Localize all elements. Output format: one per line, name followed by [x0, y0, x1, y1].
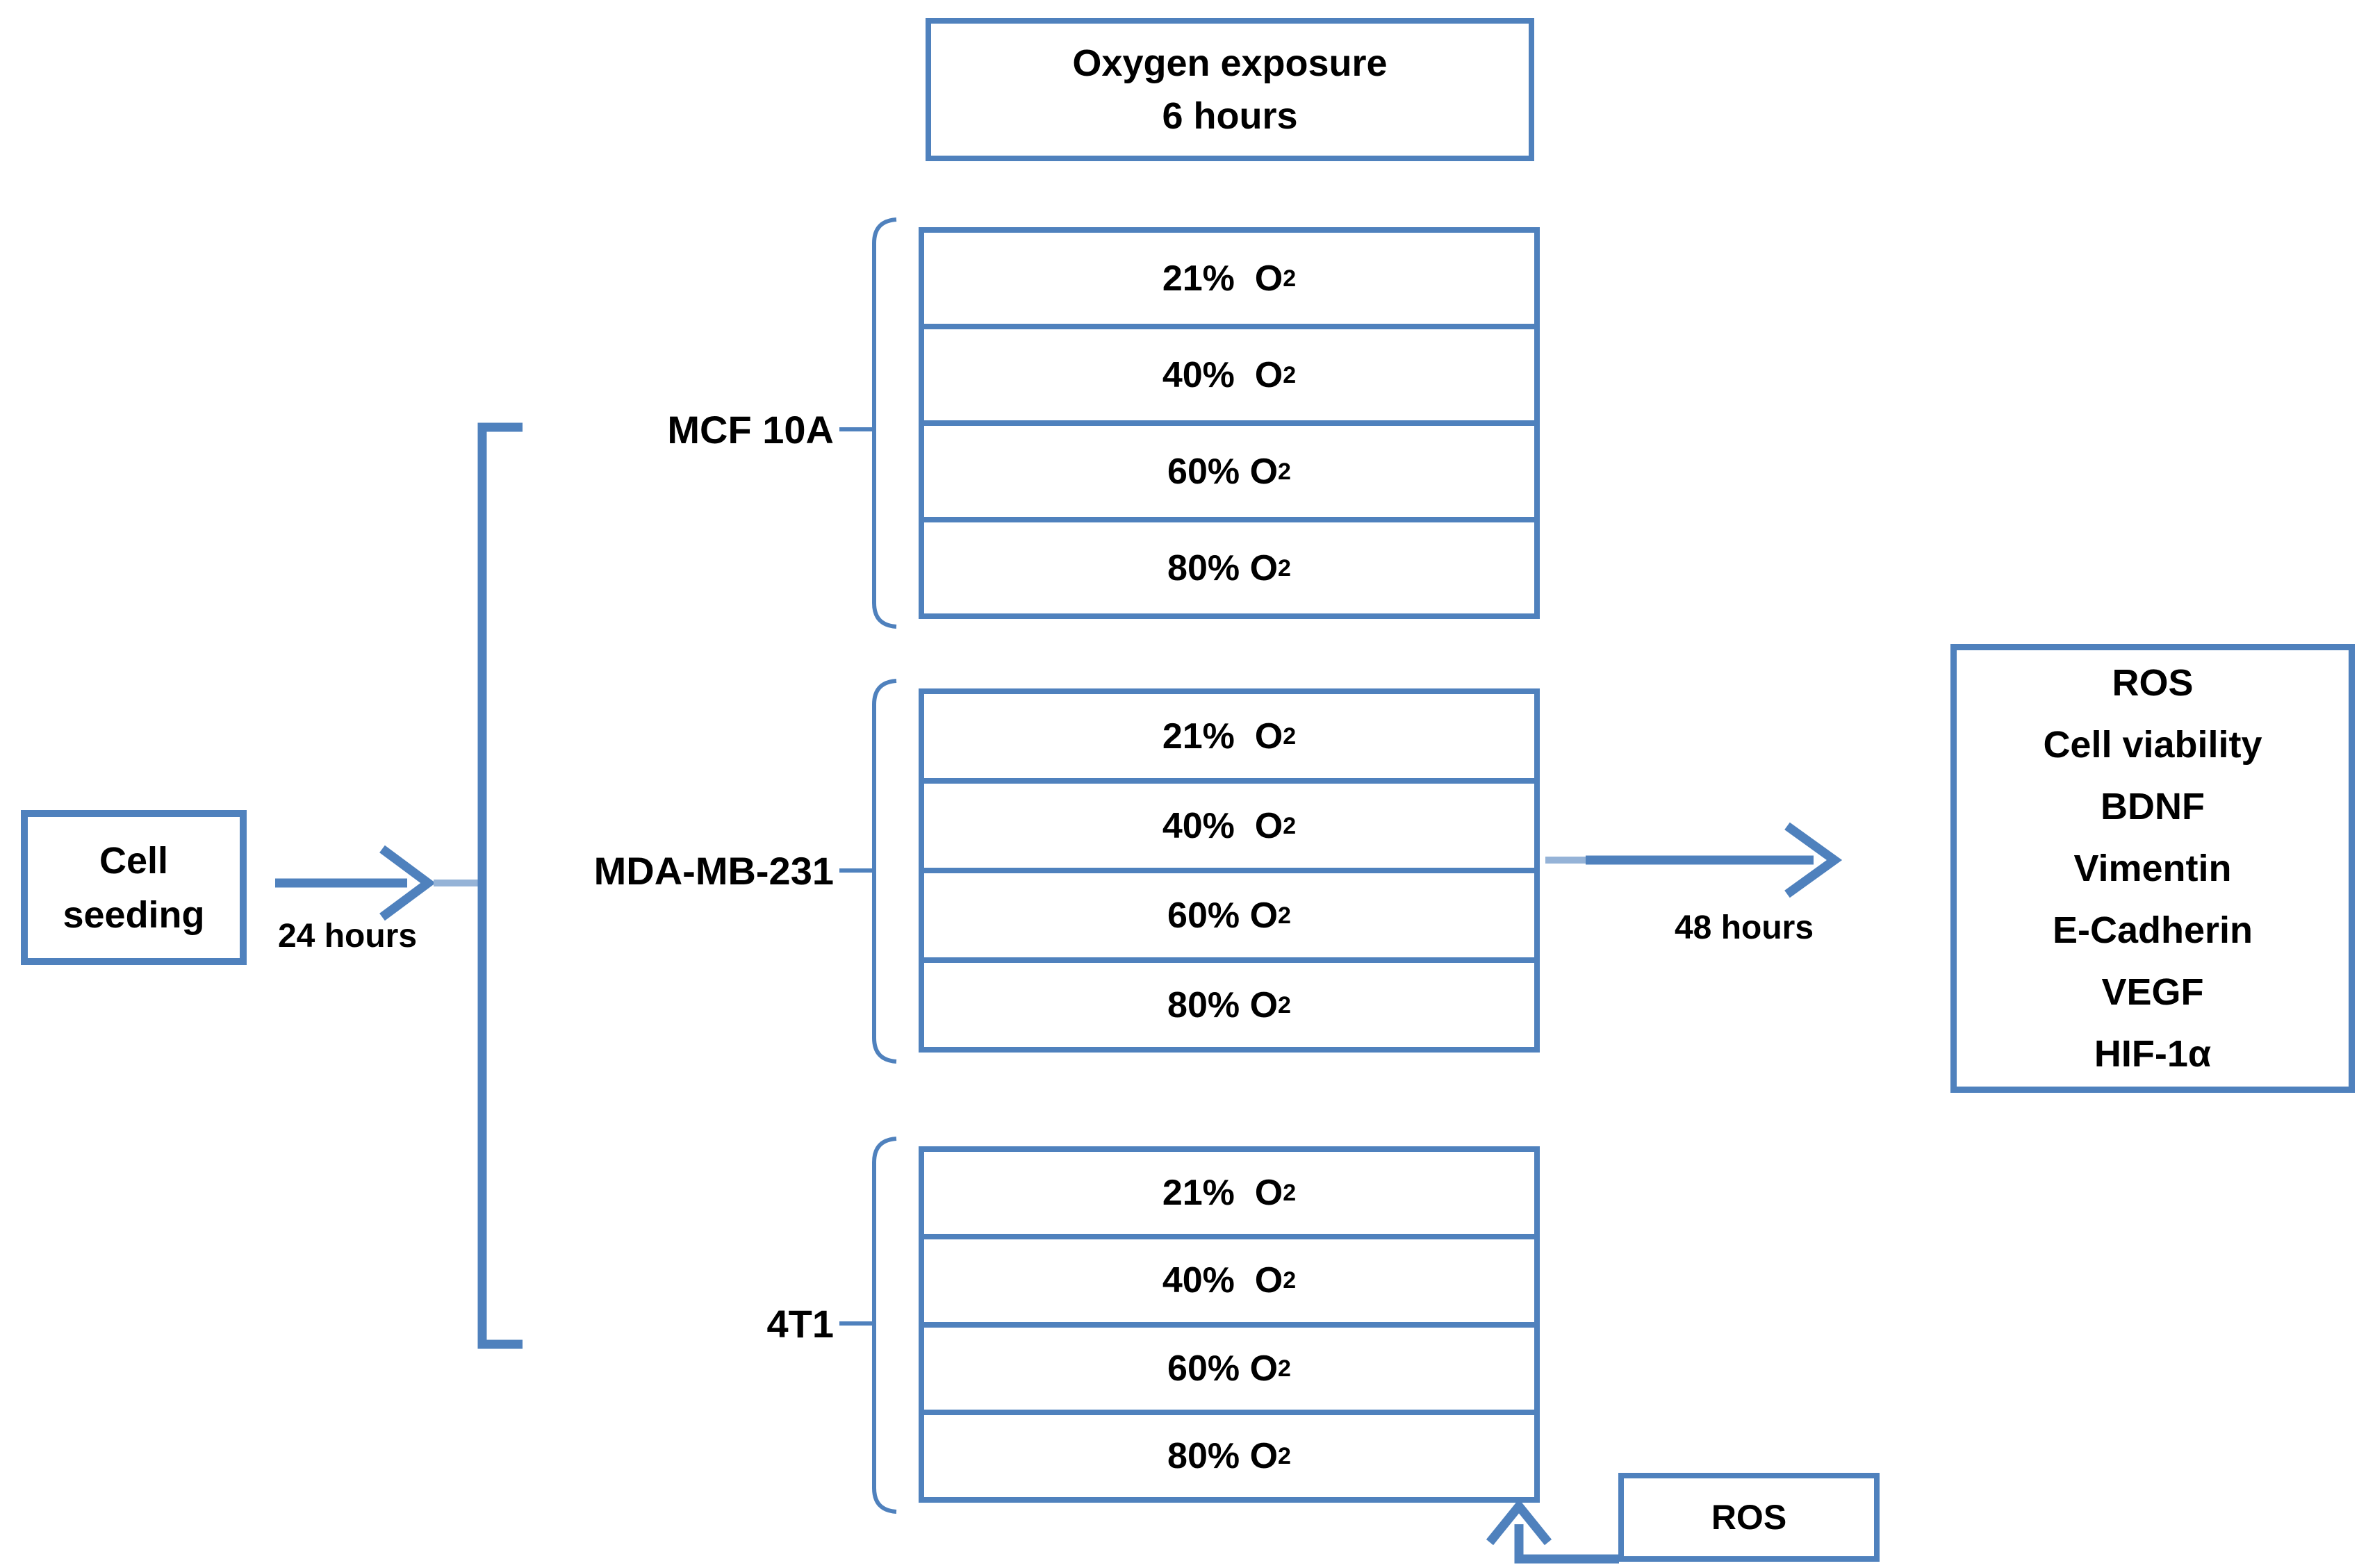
split-bracket	[477, 422, 523, 1349]
brace-mda-mb-231	[872, 679, 897, 1064]
cell-seeding-line1: Cell	[99, 839, 169, 882]
ros-assay-box: ROS	[1618, 1473, 1880, 1562]
oxygen-row-label: 21% O	[1162, 1173, 1283, 1214]
label-24-hours: 24 hours	[277, 918, 418, 955]
oxygen-row-label: 40% O	[1162, 1260, 1283, 1301]
brace-mcf10a	[872, 217, 897, 629]
cell-seeding-box: Cell seeding	[21, 810, 247, 965]
oxygen-row-label: 40% O	[1162, 805, 1283, 846]
oxygen-row-label: 40% O	[1162, 354, 1283, 395]
outcome-line-e-cadherin: E-Cadherin	[2052, 909, 2253, 951]
oxygen-row-label: 60% O	[1167, 895, 1279, 936]
arrow-48-hours-head	[1784, 822, 1843, 898]
ros-arrow-up-head	[1486, 1499, 1552, 1546]
arrow-24-hours-head	[379, 845, 436, 921]
oxygen-row-label: 60% O	[1167, 1348, 1279, 1389]
oxygen-exposure-line2: 6 hours	[1162, 95, 1298, 137]
oxygen-row-label: 80% O	[1167, 1435, 1279, 1476]
outcome-line-cell-viability: Cell viability	[2043, 723, 2262, 766]
cell-line-label-mda-mb-231: MDA-MB-231	[593, 848, 834, 893]
ros-assay-label: ROS	[1711, 1498, 1787, 1537]
ros-elbow-connector	[1514, 1524, 1619, 1564]
cell-line-label-4t1: 4T1	[766, 1301, 835, 1346]
outcome-line-hif1a: HIF-1α	[2094, 1032, 2212, 1075]
oxygen-row-label: 60% O	[1167, 451, 1279, 492]
oxygen-row-label: 80% O	[1167, 547, 1279, 588]
outcome-line-bdnf: BDNF	[2101, 785, 2205, 827]
outcome-line-vegf: VEGF	[2101, 971, 2204, 1013]
outcome-line-vimentin: Vimentin	[2073, 847, 2232, 889]
brace-4t1	[872, 1137, 897, 1514]
cell-seeding-line2: seeding	[63, 893, 205, 936]
oxygen-exposure-box: Oxygen exposure 6 hours	[926, 18, 1534, 161]
oxygen-row-label: 80% O	[1167, 984, 1279, 1025]
oxygen-exposure-line1: Oxygen exposure	[1072, 42, 1388, 84]
label-48-hours: 48 hours	[1674, 909, 1814, 946]
outcomes-box: ROS Cell viability BDNF Vimentin E-Cadhe…	[1950, 644, 2355, 1093]
oxygen-row-label: 21% O	[1162, 258, 1283, 299]
cell-line-label-mcf10a: MCF 10A	[667, 407, 834, 452]
outcome-line-ros: ROS	[2112, 661, 2194, 704]
oxygen-row-label: 21% O	[1162, 716, 1283, 757]
